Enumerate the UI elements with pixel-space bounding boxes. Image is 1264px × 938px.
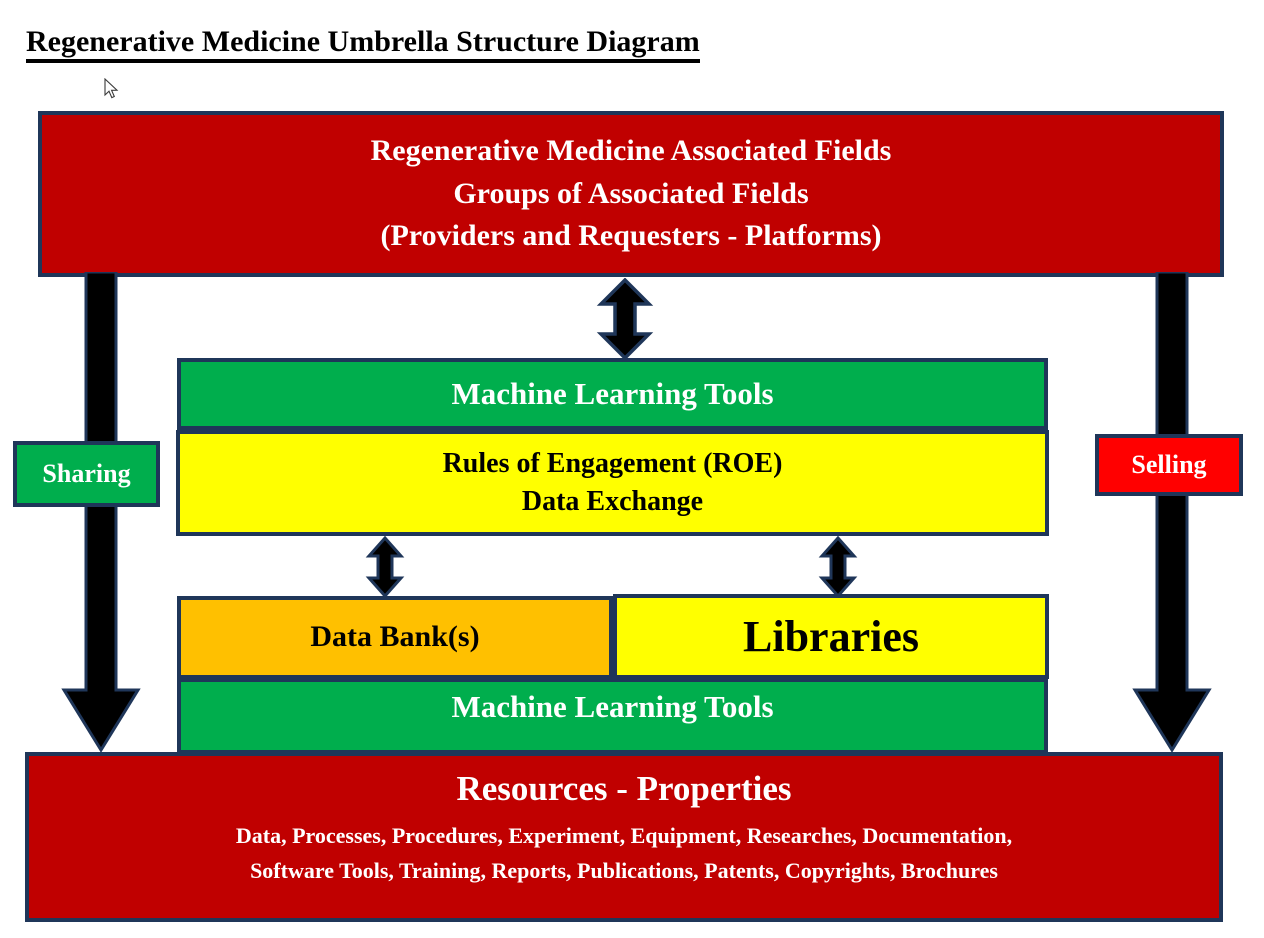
associated-fields-line-1: Regenerative Medicine Associated Fields [370,134,892,168]
data-bank-double-arrow [363,535,407,599]
sharing-down-arrow [55,270,147,756]
rules-of-engagement-box[interactable]: Rules of Engagement (ROE) Data Exchange [176,430,1049,536]
machine-learning-tools-top-box[interactable]: Machine Learning Tools [177,358,1048,430]
associated-fields-box[interactable]: Regenerative Medicine Associated Fields … [38,111,1224,277]
data-banks-label: Data Bank(s) [310,620,480,654]
associated-fields-line-2: Groups of Associated Fields [453,176,809,210]
sharing-tag[interactable]: Sharing [13,441,160,507]
machine-learning-tools-bottom-box[interactable]: Machine Learning Tools [177,678,1048,754]
libraries-label: Libraries [743,611,919,661]
machine-learning-tools-bottom-label: Machine Learning Tools [451,689,774,724]
roe-line-2: Data Exchange [521,486,704,517]
libraries-box[interactable]: Libraries [613,594,1049,679]
resources-properties-headline: Resources - Properties [456,769,792,808]
data-banks-box[interactable]: Data Bank(s) [177,596,613,679]
roe-line-1: Rules of Engagement (ROE) [442,447,783,479]
sharing-tag-label: Sharing [42,459,131,489]
center-double-arrow [595,277,655,361]
associated-fields-line-3: (Providers and Requesters - Platforms) [380,219,882,253]
page-title: Regenerative Medicine Umbrella Structure… [26,26,700,63]
libraries-double-arrow [816,535,860,599]
selling-tag[interactable]: Selling [1095,434,1243,496]
selling-down-arrow [1126,270,1218,756]
resources-properties-line-2: Software Tools, Training, Reports, Publi… [250,857,998,883]
mouse-pointer-cursor [104,77,120,100]
selling-tag-label: Selling [1131,450,1207,480]
machine-learning-tools-top-label: Machine Learning Tools [451,376,774,412]
resources-properties-box[interactable]: Resources - Properties Data, Processes, … [25,752,1223,922]
resources-properties-line-1: Data, Processes, Procedures, Experiment,… [235,822,1013,848]
